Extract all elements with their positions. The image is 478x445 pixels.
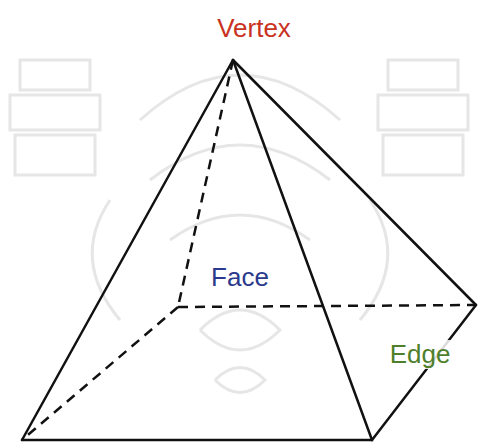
- pyramid-edges: [22, 60, 476, 440]
- hidden-edges: [22, 60, 476, 440]
- part-label: Vertex: [215, 14, 293, 43]
- part-label: Face: [209, 263, 271, 292]
- part-label: Edge: [388, 340, 453, 369]
